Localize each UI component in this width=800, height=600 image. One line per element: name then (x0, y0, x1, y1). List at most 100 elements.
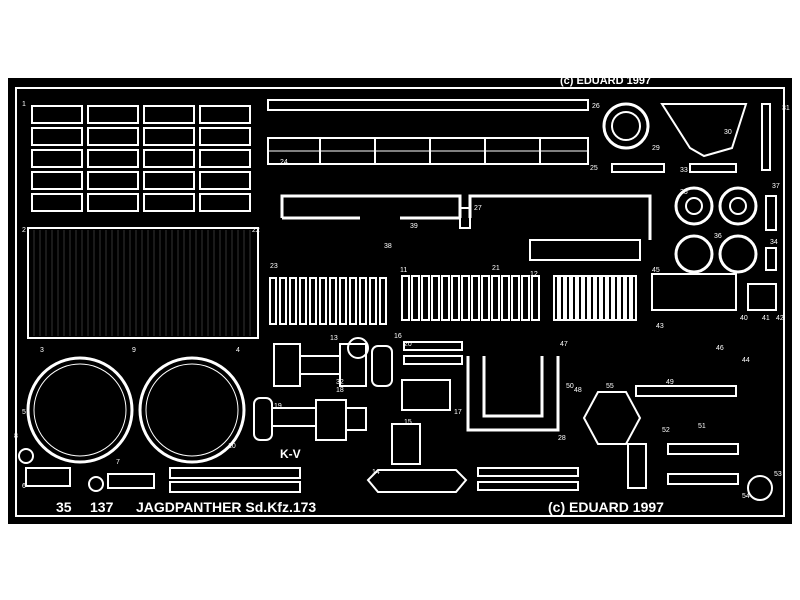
part-11-comb (401, 275, 540, 321)
part-number: 31 (782, 105, 790, 112)
part-29-hatch-inner (611, 111, 641, 141)
comb-tooth (379, 277, 387, 325)
comb-tooth (279, 277, 287, 325)
comb-tooth (553, 275, 559, 321)
part-number: 48 (574, 387, 582, 394)
part-number: 29 (652, 145, 660, 152)
comb-tooth (511, 275, 520, 321)
part-number: 38 (384, 243, 392, 250)
grill-panel (199, 127, 251, 146)
part-number: 34 (770, 239, 778, 246)
grill-panel (143, 127, 195, 146)
part-rail-double-dividers (268, 138, 588, 164)
part-number: 28 (558, 435, 566, 442)
part-48-shaft (635, 385, 737, 397)
part-30-shield (660, 103, 748, 158)
comb-tooth (571, 275, 577, 321)
comb-tooth (471, 275, 480, 321)
grill-panel (87, 105, 139, 124)
part-number: 4 (236, 347, 240, 354)
part-number: 5 (22, 409, 26, 416)
part-number: 15 (404, 419, 412, 426)
part-9-circular-grille (138, 356, 246, 464)
part-number: 45 (652, 267, 660, 274)
fret-set-number: 35 (56, 499, 72, 515)
part-number: 40 (740, 315, 748, 322)
comb-tooth (349, 277, 357, 325)
part-number: 39 (410, 223, 418, 230)
part-39-block (391, 423, 421, 465)
part-number: 25 (590, 165, 598, 172)
part-29-hatch (602, 102, 650, 150)
part-number: 24 (280, 159, 288, 166)
comb-tooth (299, 277, 307, 325)
part-number: 23 (270, 263, 278, 270)
comb-tooth (411, 275, 420, 321)
comb-tooth (619, 275, 625, 321)
comb-tooth (421, 275, 430, 321)
comb-tooth (481, 275, 490, 321)
part-52-gear (747, 475, 773, 501)
part-number: 32 (336, 379, 344, 386)
comb-tooth (339, 277, 347, 325)
part-number: 19 (274, 403, 282, 410)
comb-tooth (521, 275, 530, 321)
grill-panel (199, 105, 251, 124)
grill-panel (31, 127, 83, 146)
comb-tooth (559, 275, 565, 321)
part-marking-kv: K-V (280, 447, 301, 461)
part-number: 9 (132, 347, 136, 354)
comb-tooth (269, 277, 277, 325)
comb-tooth (491, 275, 500, 321)
part-number: 42 (776, 315, 784, 322)
part-32-cylinder (371, 345, 393, 387)
part-36-ring-left (674, 234, 714, 274)
grill-panel (31, 171, 83, 190)
comb-tooth (329, 277, 337, 325)
part-small-ring-a (18, 448, 34, 464)
part-number: 16 (394, 333, 402, 340)
comb-tooth (369, 277, 377, 325)
part-number: 18 (336, 387, 344, 394)
part-35-fan-right (718, 186, 758, 226)
part-number: 1 (22, 101, 26, 108)
comb-tooth (289, 277, 297, 325)
comb-tooth (565, 275, 571, 321)
comb-tooth (601, 275, 607, 321)
part-20-bar (403, 341, 463, 351)
part-38-piece (765, 247, 777, 271)
part-44-grid (747, 283, 777, 311)
comb-tooth (309, 277, 317, 325)
part-small-ring-b (88, 476, 104, 492)
comb-tooth (595, 275, 601, 321)
fret-border (15, 87, 785, 517)
part-number: 22 (252, 227, 260, 234)
part-13-rail (477, 467, 579, 477)
part-number: 17 (454, 409, 462, 416)
part-7-rail-b (169, 481, 301, 493)
comb-tooth (401, 275, 410, 321)
top-copyright: (c) EDUARD 1997 (560, 75, 651, 87)
part-number: 12 (530, 271, 538, 278)
part-number: 2 (22, 227, 26, 234)
part-10-comb (269, 277, 387, 325)
part-52-bracket (582, 391, 642, 445)
grill-panel (87, 193, 139, 212)
comb-tooth (607, 275, 613, 321)
part-8-block (107, 473, 155, 489)
part-31-strip (761, 103, 771, 171)
part-number: 11 (400, 267, 407, 274)
comb-tooth (583, 275, 589, 321)
part-53-rail (667, 443, 739, 455)
part-35-fan-left (674, 186, 714, 226)
part-14-hex-plate (366, 469, 468, 493)
grill-panel (199, 193, 251, 212)
part-number: 26 (592, 103, 600, 110)
fret-title: JAGDPANTHER Sd.Kfz.173 (136, 499, 316, 515)
part-16-bar (403, 355, 463, 365)
grill-panel (143, 105, 195, 124)
part-number: 35 (680, 189, 688, 196)
part-number: 36 (714, 233, 722, 240)
comb-tooth (631, 275, 637, 321)
